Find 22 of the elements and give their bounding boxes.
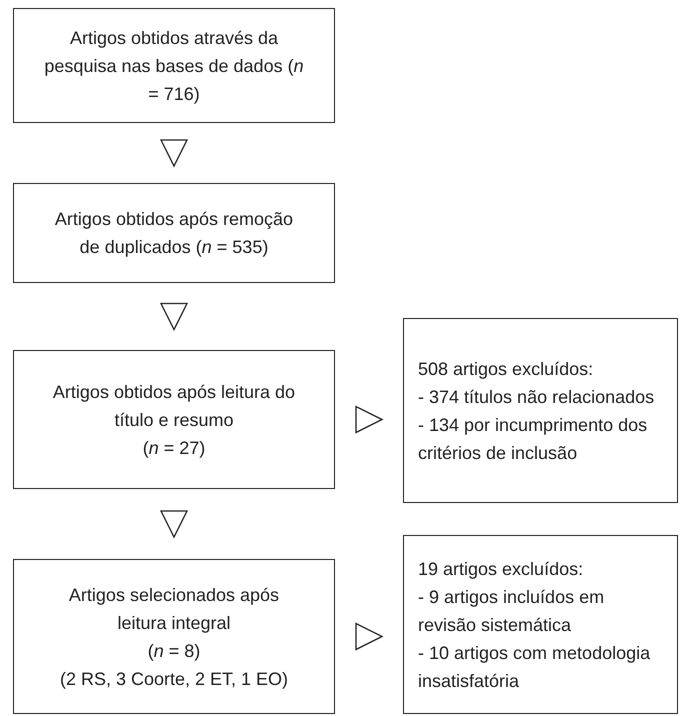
- box-text: - 9 artigos incluídos em revisão sistemática: [418, 586, 606, 636]
- arrow: [160, 302, 188, 331]
- process-box: [13, 350, 335, 489]
- box-text: (n = 27): [142, 436, 206, 460]
- box-text: Artigos obtidos através da pesquisa nas bases de dados (n = 716): [44, 26, 304, 106]
- process-box: [13, 559, 335, 714]
- box-text: - 10 artigos com metodologia insatisfatória: [418, 642, 652, 692]
- box-text: (2 RS, 3 Coorte, 2 ET, 1 EO): [60, 668, 288, 691]
- process-box: [13, 8, 335, 123]
- process-box: [403, 318, 678, 503]
- process-box: [13, 183, 335, 283]
- arrow: [160, 510, 188, 538]
- box-text: 508 artigos excluídos:: [418, 358, 594, 381]
- box-text: (n = 8): [148, 640, 200, 663]
- process-box: [403, 535, 678, 714]
- box-text: - 134 por incumprimento dos critérios de inclusão: [418, 414, 648, 464]
- arrow: [160, 139, 188, 168]
- arrow: [355, 622, 384, 651]
- box-text: 19 artigos excluídos:: [418, 558, 584, 581]
- box-text: - 374 títulos não relacionados: [418, 386, 656, 408]
- box-text: Artigos obtidos após remoção de duplicados (n = 535): [54, 208, 294, 259]
- arrow: [355, 405, 384, 434]
